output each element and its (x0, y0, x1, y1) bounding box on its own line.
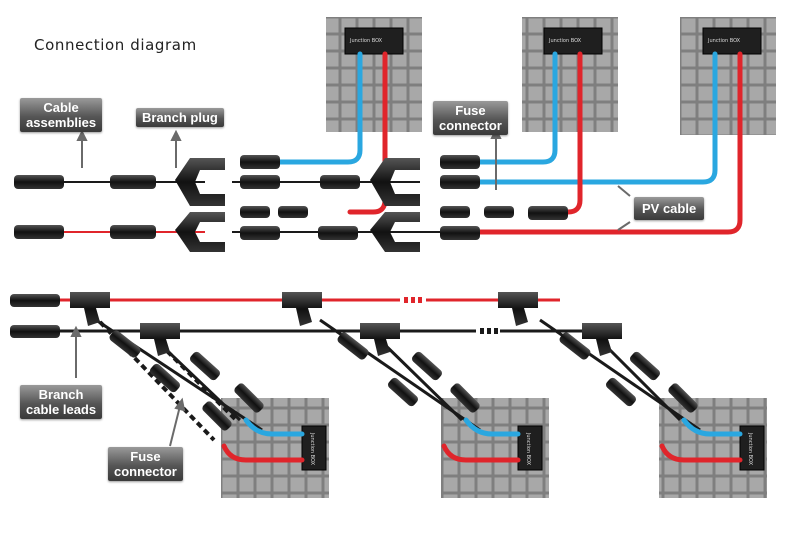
bottom-connectors (10, 292, 698, 431)
trunk-break-dashes-black (480, 328, 498, 334)
label-fuse-connector-top: Fuse connector (433, 101, 508, 135)
bottom-callout-arrows (70, 325, 186, 447)
solar-panel-2 (522, 17, 618, 132)
top-connectors (14, 155, 568, 240)
junction-box-label-6: Junction BOX (747, 432, 754, 466)
top-branch-plugs (175, 158, 420, 252)
label-cable-assemblies: Cable assemblies (20, 98, 103, 132)
label-branch-plug: Branch plug (136, 108, 224, 127)
junction-box-label-5: Junction BOX (525, 432, 532, 466)
top-blue-cables (267, 51, 718, 185)
label-pv-cable: PV cable (634, 197, 705, 220)
bottom-dashed-leads (98, 320, 238, 442)
label-branch-cable-leads: Branch cable leads (20, 385, 103, 419)
bottom-panel-leads-red (221, 443, 743, 463)
junction-box-label-3: Junction BOX (708, 38, 741, 44)
page-title: Connection diagram (34, 36, 197, 54)
junction-box-label-4: Junction BOX (309, 432, 316, 466)
bottom-panel-leads-blue (243, 417, 743, 437)
junction-box-label-2: Junction BOX (549, 38, 582, 44)
solar-panel-3 (680, 17, 776, 135)
label-fuse-connector-bottom: Fuse connector (108, 447, 183, 481)
solar-panel-1 (326, 17, 422, 132)
trunk-break-dashes (404, 297, 422, 303)
junction-box-label-1: Junction BOX (350, 38, 383, 44)
